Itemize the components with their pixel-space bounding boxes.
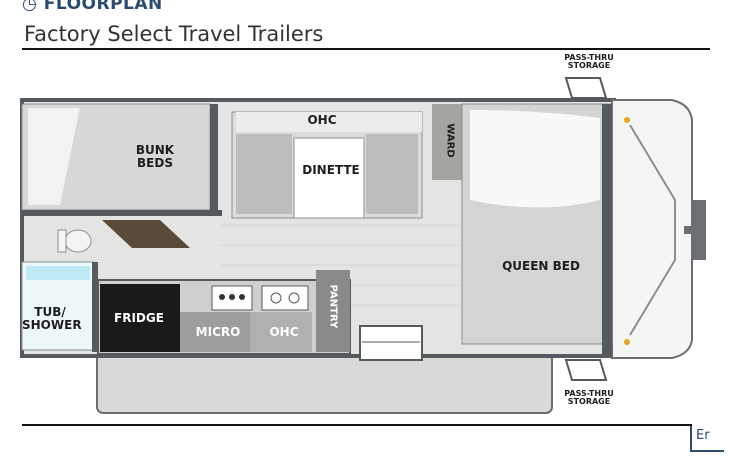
ohc-bottom-block bbox=[250, 312, 312, 352]
sink-basin-right bbox=[288, 292, 300, 304]
entry-steps bbox=[359, 325, 423, 361]
bed-pillows bbox=[470, 110, 600, 208]
hitch bbox=[692, 200, 706, 260]
ward-label: WARD bbox=[444, 123, 456, 158]
bunk-wall bbox=[210, 104, 218, 210]
wardrobe bbox=[432, 104, 462, 180]
pantry-label: PANTRY bbox=[327, 284, 339, 329]
front-cap bbox=[611, 99, 693, 359]
bunk-beds-label: BUNK BEDS bbox=[135, 143, 175, 170]
storage-top-label: PASS-THRU STORAGE bbox=[564, 53, 614, 70]
toilet bbox=[64, 229, 92, 253]
bath-door bbox=[102, 220, 190, 248]
floor-pattern bbox=[220, 224, 460, 306]
stove-burners-icon bbox=[219, 294, 245, 300]
tub-wall bbox=[92, 262, 98, 352]
micro-block bbox=[180, 312, 250, 352]
dinette-ohc bbox=[236, 112, 422, 132]
bunk-pillow bbox=[28, 108, 80, 205]
floorplan-icon: ◷ bbox=[22, 0, 44, 14]
front-light-bottom bbox=[624, 339, 630, 345]
tub-water bbox=[26, 266, 90, 280]
fridge-block bbox=[100, 284, 180, 352]
bath-wall bbox=[22, 210, 222, 216]
sink bbox=[261, 285, 309, 311]
dinette-seat-left bbox=[236, 134, 292, 214]
front-light-top bbox=[624, 117, 630, 123]
ohc-bottom-label: OHC bbox=[269, 325, 299, 339]
pantry-block bbox=[316, 270, 350, 352]
hitch-coupler bbox=[684, 226, 694, 234]
corner-tab-label: Er bbox=[696, 428, 710, 443]
queen-bed-label: QUEEN BED bbox=[502, 259, 580, 273]
sink-basin-left bbox=[270, 292, 282, 304]
dinette-table bbox=[293, 137, 365, 219]
page-title: Factory Select Travel Trailers bbox=[24, 22, 324, 46]
corner-tab[interactable]: Er bbox=[690, 426, 724, 452]
bed-wall bbox=[602, 104, 612, 356]
ohc-top-label: OHC bbox=[307, 113, 337, 127]
front-cap-detail bbox=[629, 124, 676, 336]
brand-heading: ◷ FLOORPLAN bbox=[22, 0, 163, 14]
tub-shower-label: TUB/ SHOWER bbox=[22, 305, 82, 332]
toilet-tank bbox=[57, 229, 67, 253]
brand-text: FLOORPLAN bbox=[43, 0, 163, 14]
dinette-seat-right bbox=[366, 134, 418, 214]
dinette-label: DINETTE bbox=[302, 163, 360, 177]
fridge-label: FRIDGE bbox=[114, 311, 164, 325]
storage-bottom-label: PASS-THRU STORAGE bbox=[564, 389, 614, 406]
top-divider bbox=[22, 48, 710, 50]
pass-thru-top bbox=[564, 77, 608, 99]
micro-label: MICRO bbox=[195, 325, 241, 339]
pass-thru-bottom bbox=[564, 359, 608, 381]
bottom-divider bbox=[22, 424, 692, 426]
